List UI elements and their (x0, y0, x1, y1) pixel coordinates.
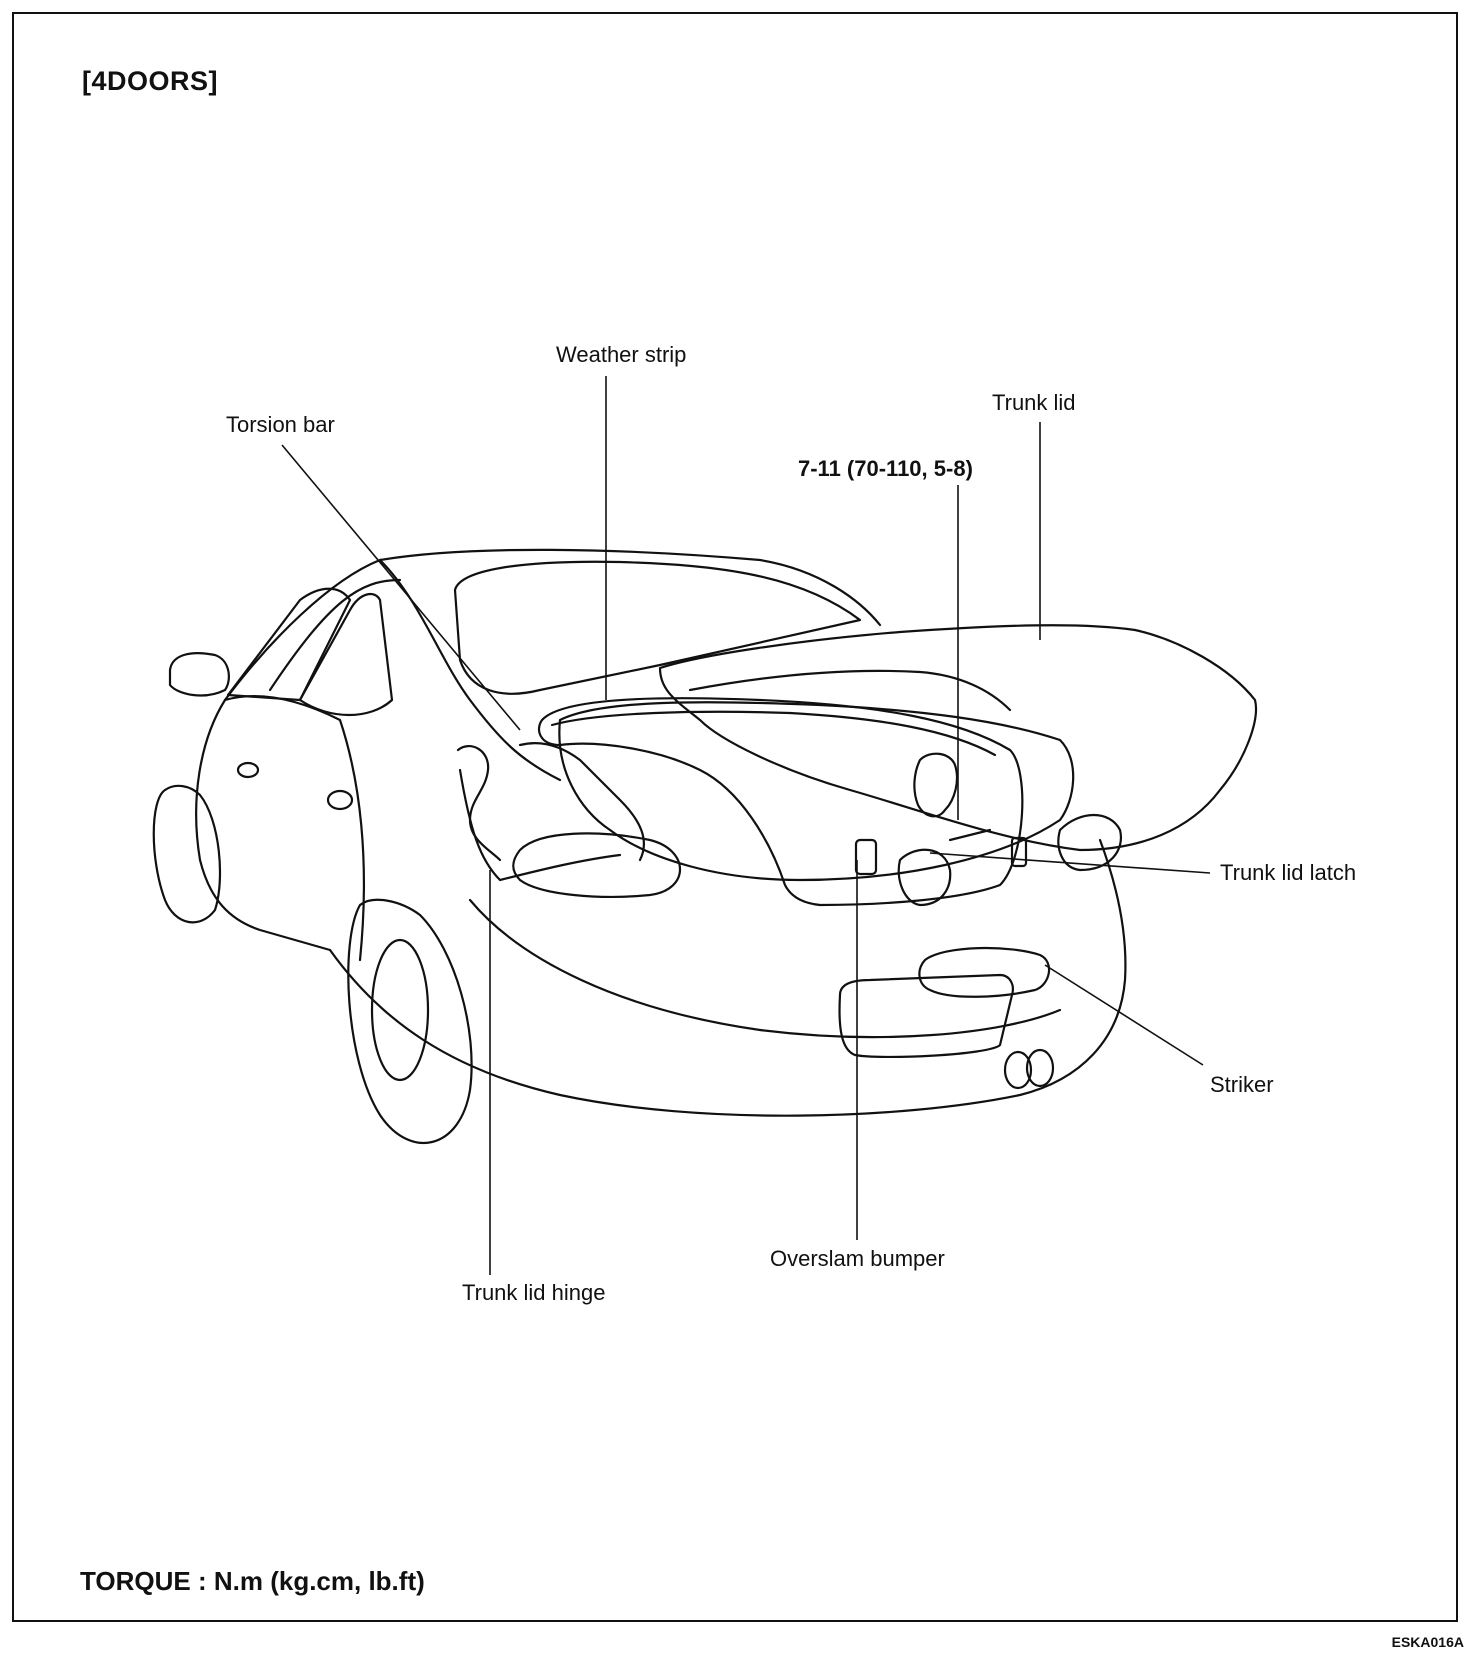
torsion-rod (518, 742, 645, 862)
front-wheel (152, 784, 222, 924)
overslam-bumper-part (854, 838, 878, 876)
exhaust-tip-left (1003, 1050, 1033, 1090)
rear-door-window (298, 592, 394, 716)
bolt-latch (948, 828, 992, 842)
label-torque-spec: 7-11 (70-110, 5-8) (798, 456, 973, 481)
car-side-outline (195, 698, 332, 952)
rear-wheel (347, 898, 473, 1144)
trunk-lid-outline (658, 624, 1257, 852)
diagram-title: [4DOORS] (82, 66, 219, 96)
door-handle-front (236, 761, 260, 779)
side-mirror (168, 652, 230, 697)
striker-plate (918, 946, 1051, 998)
trunk-opening (558, 701, 1075, 882)
leader-trunk-lid-latch (929, 852, 1211, 874)
label-trunk-lid-latch: Trunk lid latch (1220, 860, 1357, 885)
leader-striker (1044, 964, 1204, 1066)
trunk-lid-inner (688, 669, 1012, 712)
exhaust-tip-right (1025, 1048, 1055, 1088)
door-line-rear (268, 578, 402, 692)
hinge-arm (458, 768, 622, 882)
bumper-line (468, 898, 1062, 1039)
label-overslam-bumper: Overslam bumper (770, 1246, 945, 1271)
label-striker: Striker (1210, 1072, 1274, 1097)
car-roof-outline (223, 548, 882, 702)
rear-body-outline (328, 838, 1127, 1117)
torque-note: TORQUE : N.m (kg.cm, lb.ft) (80, 1566, 425, 1596)
leader-torsion-bar (281, 444, 521, 731)
figure-code: ESKA016A (1391, 1634, 1464, 1650)
bolt-striker (1010, 836, 1028, 868)
door-handle-rear (326, 789, 354, 811)
door-line-front (223, 694, 366, 962)
latch-lower (897, 848, 952, 907)
weather-strip-inner (550, 710, 997, 757)
weather-strip-loop (537, 697, 1024, 907)
tail-light-right (1057, 814, 1123, 872)
label-weather-strip: Weather strip (556, 342, 687, 367)
hinge-left (456, 745, 502, 862)
license-plate-recess (838, 973, 1014, 1059)
rear-hubcap (370, 938, 430, 1082)
label-torsion-bar: Torsion bar (226, 412, 335, 437)
rear-window (453, 560, 862, 695)
front-door-window (226, 587, 352, 702)
label-trunk-lid: Trunk lid (992, 390, 1076, 415)
latch-body (913, 752, 959, 818)
diagram-frame (12, 12, 1458, 1622)
tail-light-left (512, 832, 682, 898)
label-trunk-lid-hinge: Trunk lid hinge (462, 1280, 606, 1305)
